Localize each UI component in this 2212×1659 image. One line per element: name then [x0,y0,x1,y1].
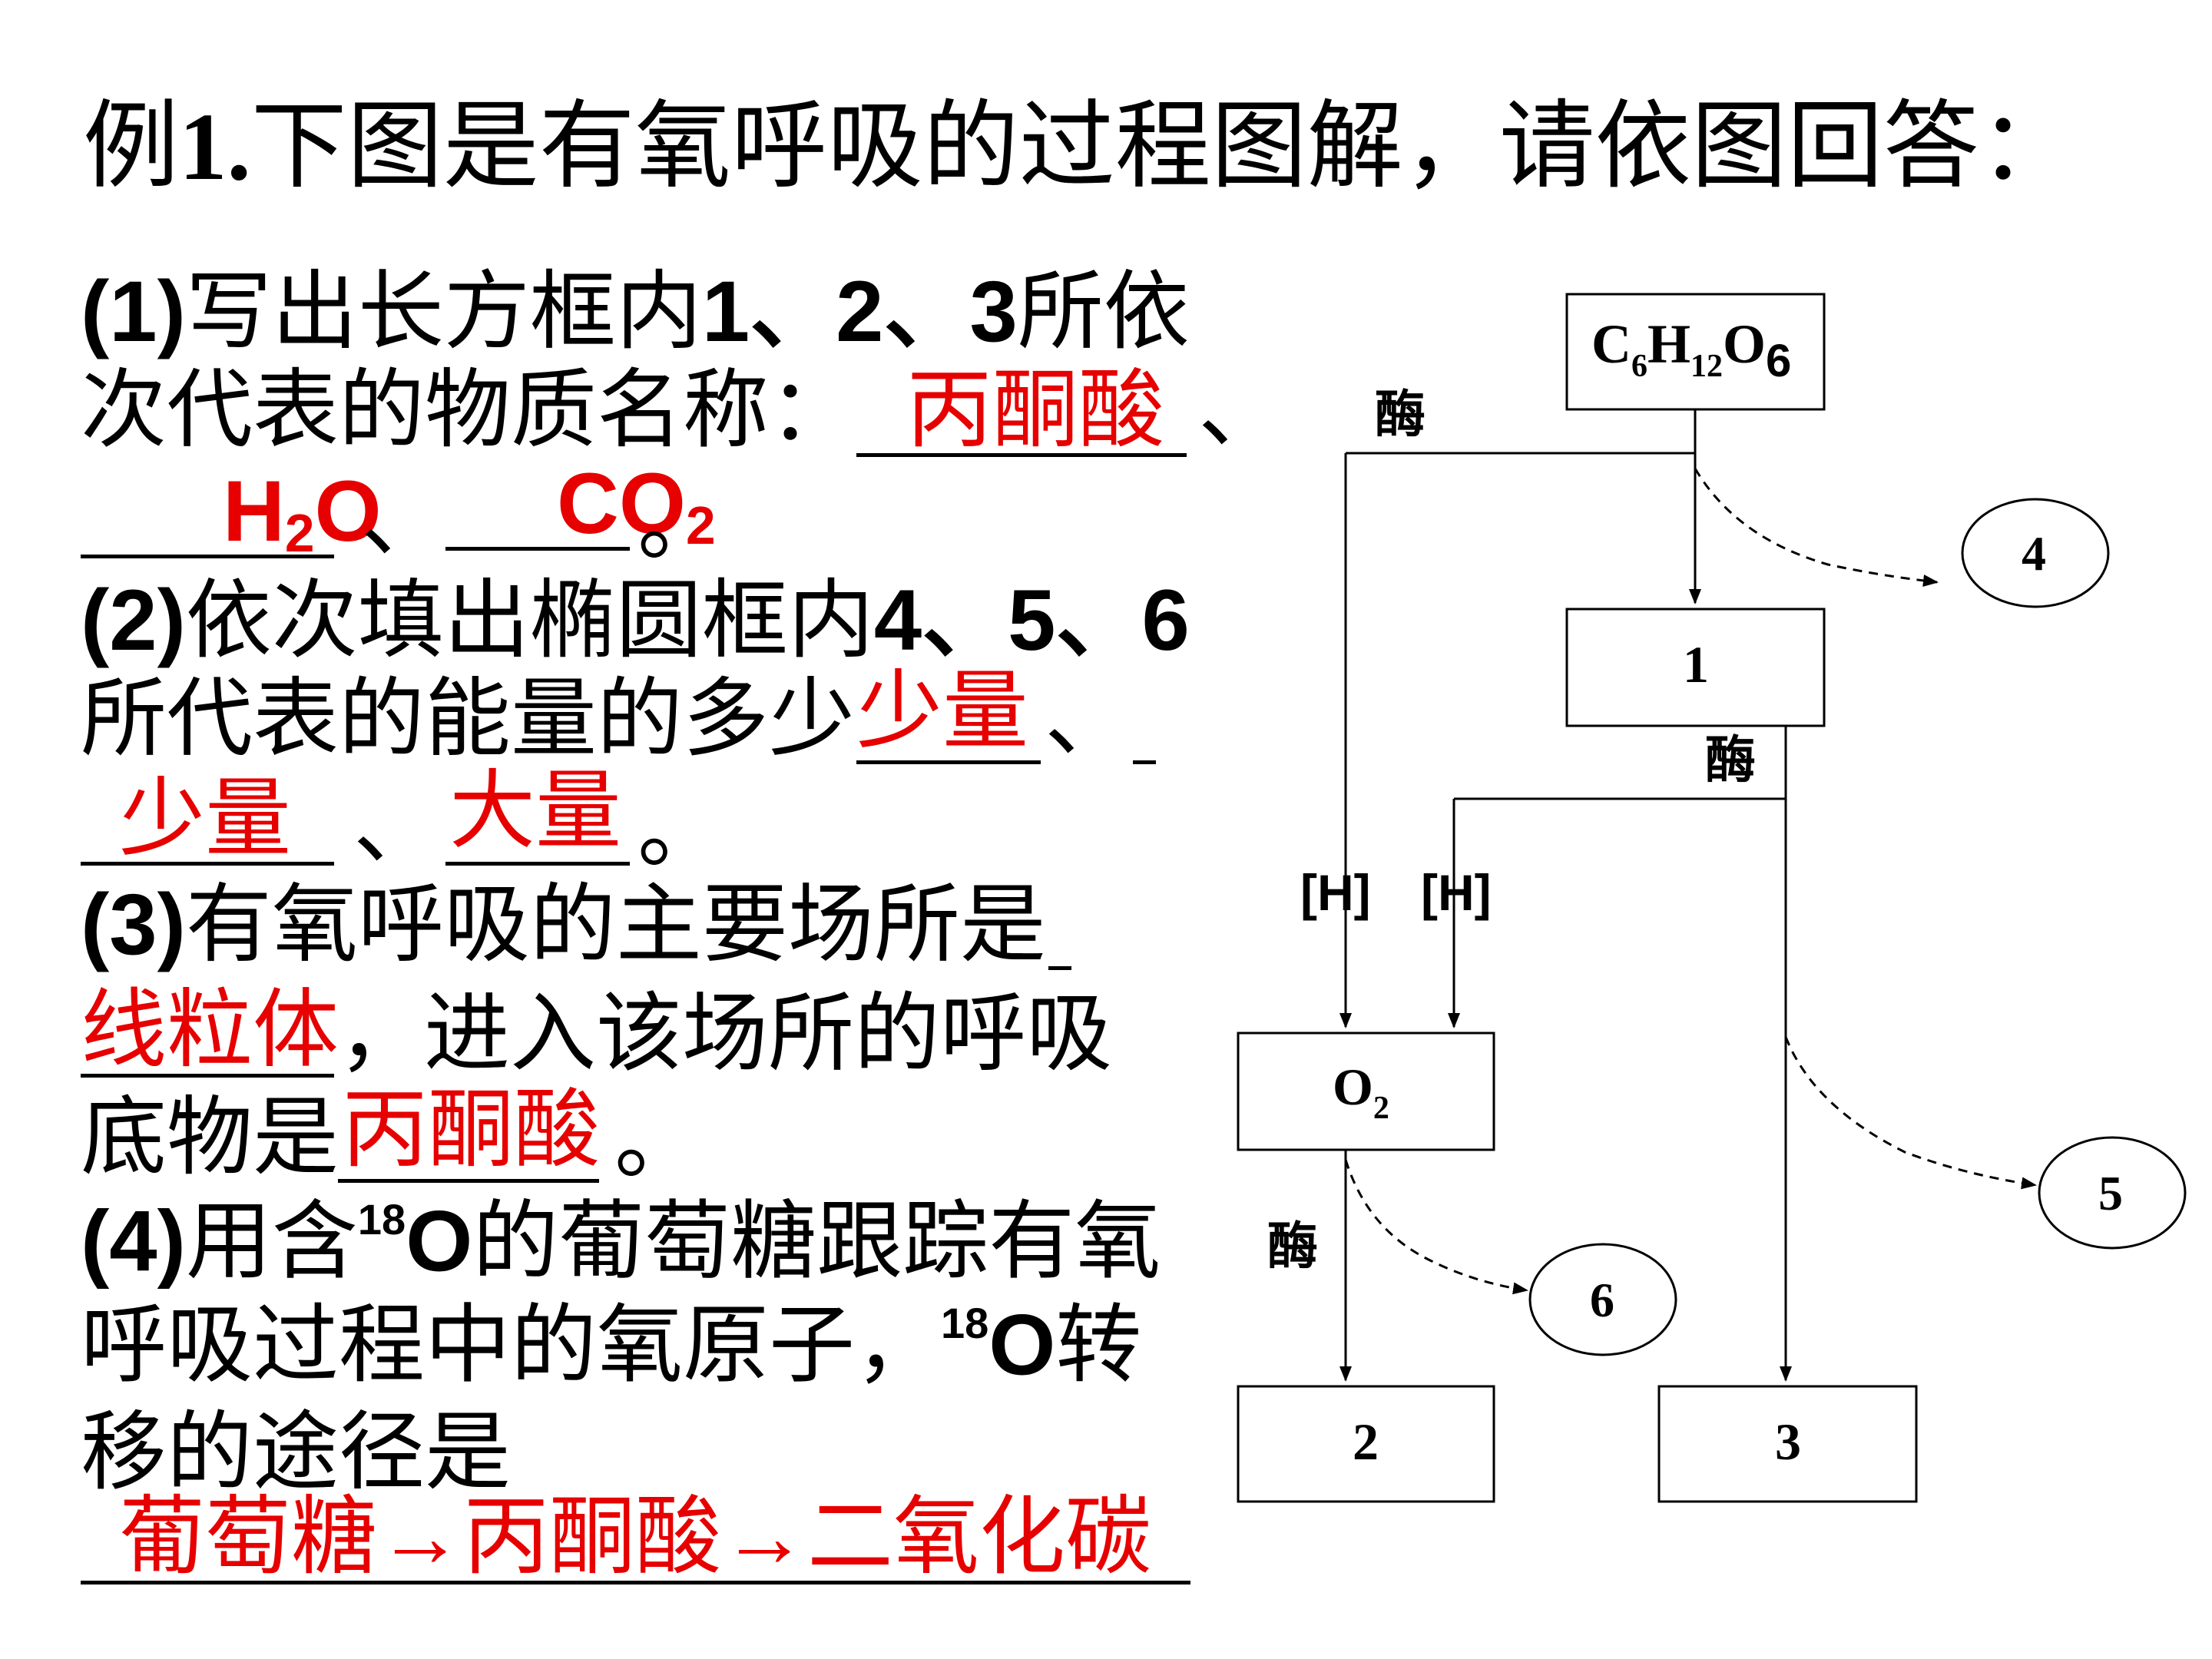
q3-blank-1 [81,1074,334,1078]
q2-sep-1: 、 [1045,671,1131,767]
q4-blank [81,1581,1190,1584]
q1-answer-1: 丙酮酸 [906,362,1164,458]
q4-line2: 呼吸过程中的氧原子，18O转 [81,1302,1141,1389]
q2-blank-1 [856,760,1041,764]
q2-label: (2) [81,572,186,668]
q3-line3: 底物是 [81,1089,339,1185]
q3-answer-2: 丙酮酸 [342,1081,600,1177]
ellipse-5 [2038,1136,2187,1250]
q1-text-1-end: 所依 [1017,263,1190,359]
q3-line1: (3)有氧呼吸的主要场所是 [81,882,1046,968]
q4-text-1c: 的葡萄糖跟踪有氧 [472,1193,1161,1290]
q1-answer-2-sub: 2 [284,502,315,563]
q3-blank-stub [1048,966,1071,970]
q1-answer-3-sub: 2 [686,495,716,555]
q2-text-1: 依次填出椭圆框内 [185,572,874,668]
title-number: 1. [179,94,251,200]
enzyme-label-1: 酶 [1375,386,1426,442]
ellipse-6-label: 6 [1590,1273,1614,1327]
q4-answer: 葡萄糖→丙酮酸→二氧化碳 [119,1488,1151,1584]
q1-answer-3: CO2 [557,461,716,552]
q1-sep-1: 、 [1198,362,1284,458]
q3-line2: ，进入该场所的呼吸 [338,985,1112,1081]
o2-label: O2 [1333,1058,1389,1126]
box-1 [1565,608,1826,727]
q1-line2: 次代表的物质名称： [81,362,855,458]
q1-answer-3-main: CO [557,455,686,551]
q1-text-1: 写出长方框内 [185,263,702,359]
q3-answer-1: 线粒体 [81,982,339,1078]
q4-isotope-number: 18 [357,1195,406,1243]
box-3-label: 3 [1775,1412,1801,1471]
page-title: 例1.下图是有氧呼吸的过程图解，请依图回答： [83,68,2075,207]
ellipse-4-label: 4 [2022,526,2046,581]
q3-blank-2 [338,1179,599,1183]
q4-text-2a: 呼吸过程中的氧原子， [81,1296,941,1393]
enzyme-label-2: 酶 [1705,731,1756,788]
dashed-arrow-to-5 [1784,1036,2037,1190]
q3-text-1: 有氧呼吸的主要场所是 [185,876,1046,972]
q1-label: (1) [81,263,186,359]
dashed-arrow-to-4 [1694,468,1939,587]
q1-end: 。 [637,475,724,571]
title-text: 下图是有氧呼吸的过程图解，请依图回答： [250,91,2075,202]
q2-blank-stub [1133,760,1156,764]
ellipse-4 [1961,498,2110,608]
title-prefix: 例 [83,91,179,202]
dashed-arrow-to-6 [1344,1159,1528,1295]
q2-answer-3: 大量 [449,763,621,859]
q1-line1: (1)写出长方框内1、2、3所依 [81,269,1190,355]
box-2-label: 2 [1353,1412,1379,1471]
q4-line3: 移的途径是 [81,1404,511,1500]
ellipse-5-label: 5 [2098,1166,2123,1220]
q3-label: (3) [81,876,186,972]
q4-oxygen-symbol-2: O [988,1296,1056,1393]
q2-line1: (2)依次填出椭圆框内4、5、6 [81,578,1190,664]
q2-blank-2 [81,862,334,866]
box-3 [1657,1385,1918,1503]
q2-blank-3 [445,862,630,866]
q4-oxygen-symbol: O [406,1193,473,1290]
h-label-1: [H] [1300,864,1371,921]
q4-text-1a: 用含 [185,1193,358,1290]
q1-sep-2: 、 [361,471,447,567]
q1-answer-2-main: H [223,463,285,559]
q2-line2: 所代表的能量的多少 [81,671,855,767]
q1-blank-1 [856,453,1187,457]
enzyme-label-3: 酶 [1267,1217,1318,1274]
q1-numbers: 1、2、3 [701,263,1018,359]
q1-blank-3 [445,547,630,551]
glucose-formula: C6H12O6 [1591,313,1791,386]
q4-text-2c: 转 [1055,1296,1142,1393]
q1-answer-2: H2O [223,469,382,560]
h-label-2: [H] [1421,864,1492,921]
q2-end: 。 [637,782,724,878]
q2-answer-1: 少量 [856,663,1028,759]
box-1-label: 1 [1683,635,1709,694]
q2-answer-2: 少量 [119,770,291,866]
ellipse-6 [1528,1243,1677,1356]
o2-box [1237,1031,1495,1151]
box-2 [1237,1385,1495,1503]
q3-end: 。 [614,1093,700,1189]
q2-sep-2: 、 [353,778,439,874]
q4-isotope-number-2: 18 [941,1299,989,1347]
q4-line1: (4)用含18O的葡萄糖跟踪有氧 [81,1198,1161,1285]
q4-label: (4) [81,1193,186,1290]
q1-answer-2-end: O [314,463,382,559]
q1-blank-2 [81,555,334,558]
q2-numbers: 4、5、6 [873,572,1190,668]
